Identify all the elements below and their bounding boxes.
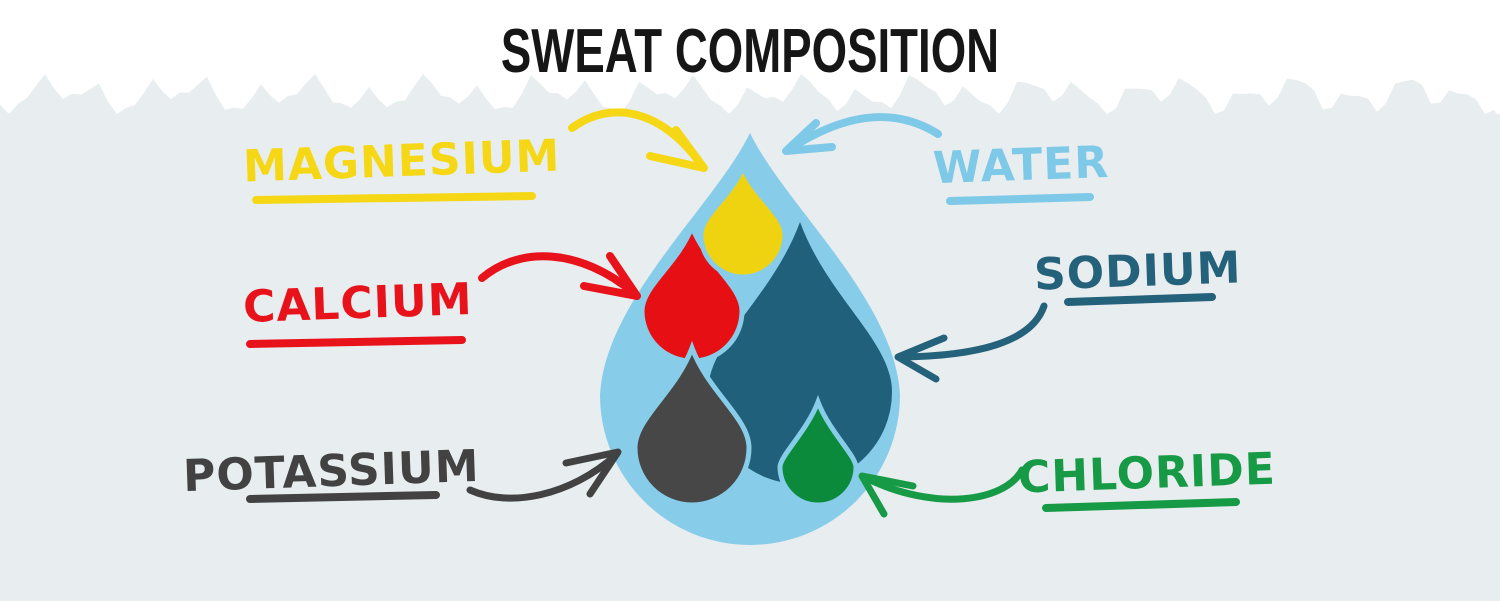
sodium-arrow	[894, 302, 1048, 383]
water-underline	[946, 193, 1094, 205]
calcium-arrowhead	[580, 252, 641, 300]
potassium-underline	[246, 491, 440, 503]
calcium-arrow	[478, 252, 641, 300]
torn-edge-shape	[0, 74, 1500, 118]
sodium-arrowhead	[894, 334, 948, 383]
potassium-arrowhead	[562, 448, 622, 498]
chloride-arrow-line	[862, 466, 1026, 503]
label-chloride: CHLORIDE	[1017, 443, 1277, 504]
water-arrow-line	[784, 112, 942, 154]
sodium-drop	[707, 222, 893, 485]
sodium-arrow-line	[896, 302, 1048, 361]
label-water: WATER	[932, 136, 1110, 195]
potassium-drop	[632, 340, 752, 508]
water-arrowhead	[782, 119, 836, 155]
potassium-arrow	[466, 448, 622, 502]
calcium-arrow-line	[478, 252, 638, 297]
magnesium-underline	[252, 192, 536, 204]
magnesium-drop	[698, 160, 788, 280]
chloride-arrowhead	[858, 472, 917, 518]
water-arrow	[782, 112, 942, 155]
torn-edge	[0, 74, 1500, 118]
sodium-underline	[1064, 293, 1216, 306]
chloride-arrow	[858, 466, 1026, 518]
chloride-drop	[777, 394, 859, 508]
label-potassium: POTASSIUM	[182, 440, 481, 503]
calcium-underline	[246, 336, 466, 348]
label-sodium: SODIUM	[1033, 242, 1243, 301]
magnesium-arrow	[568, 108, 708, 172]
page-title: SWEAT COMPOSITION	[500, 15, 1000, 86]
magnesium-arrowhead	[646, 126, 708, 172]
label-calcium: CALCIUM	[242, 274, 474, 333]
potassium-arrow-line	[466, 451, 620, 502]
chloride-underline	[1042, 498, 1240, 512]
